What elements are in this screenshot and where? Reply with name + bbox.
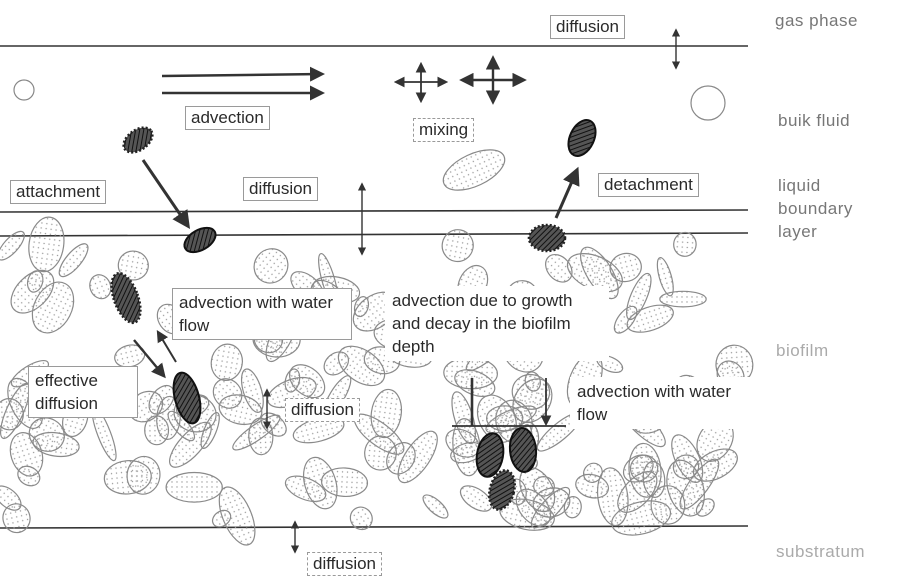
advection-water-label-1: advection with water flow: [172, 288, 352, 340]
biofilm-cell: [439, 227, 475, 264]
diffusion-label-top: diffusion: [550, 15, 625, 39]
advection-growth-label: advection due to growth and decay in the…: [385, 286, 609, 361]
biofilm-cell: [654, 256, 676, 297]
biofilm-cell: [673, 232, 697, 257]
layer-boundary-line2: boundary: [778, 198, 853, 219]
biofilm-cell: [166, 473, 222, 503]
microbe-detaching-upper: [563, 116, 601, 161]
advection-arrow-1: [162, 74, 322, 76]
diffusion-label-biofilm: diffusion: [285, 398, 360, 422]
layer-biofilm: biofilm: [776, 340, 829, 361]
advection-water-label-2: advection with water flow: [570, 377, 760, 429]
layer-gas-phase: gas phase: [775, 10, 858, 31]
mixing-arrows-small: [396, 64, 446, 101]
microbe-attached: [180, 223, 219, 257]
layer-bulk-fluid: buik fluid: [778, 110, 850, 131]
biofilm-top-line: [0, 233, 748, 236]
biofilm-cell: [247, 242, 295, 290]
biofilm-cell: [660, 291, 706, 307]
layer-boundary-line3: layer: [778, 221, 817, 242]
effective-diffusion-label: effective diffusion: [28, 366, 138, 418]
microbe-detaching-surface: [529, 225, 565, 251]
bulk-particle-left: [14, 80, 34, 100]
bulk-particle-right: [691, 86, 725, 120]
microbe-bulk-spiky: [119, 123, 157, 158]
biofilm-cell: [86, 272, 114, 302]
mixing-label: mixing: [413, 118, 474, 142]
biofilm-cell: [0, 227, 29, 264]
layer-boundary-line1: liquid: [778, 175, 821, 196]
attachment-label: attachment: [10, 180, 106, 204]
diffusion-label-bottom: diffusion: [307, 552, 382, 576]
attachment-arrow: [143, 160, 188, 226]
biofilm-cell: [540, 249, 577, 287]
advection-label: advection: [185, 106, 270, 130]
biofilm-cell: [346, 503, 376, 534]
boundary-layer-top-line: [0, 210, 748, 212]
biofilm-cell: [208, 342, 245, 383]
diffusion-label-boundary: diffusion: [243, 177, 318, 201]
mixing-arrows-large: [462, 58, 524, 102]
bulk-particle-floating: [437, 142, 510, 199]
detachment-label: detachment: [598, 173, 699, 197]
layer-substratum: substratum: [776, 541, 865, 562]
biofilm-cell: [298, 453, 343, 513]
biofilm-cell: [420, 491, 452, 522]
